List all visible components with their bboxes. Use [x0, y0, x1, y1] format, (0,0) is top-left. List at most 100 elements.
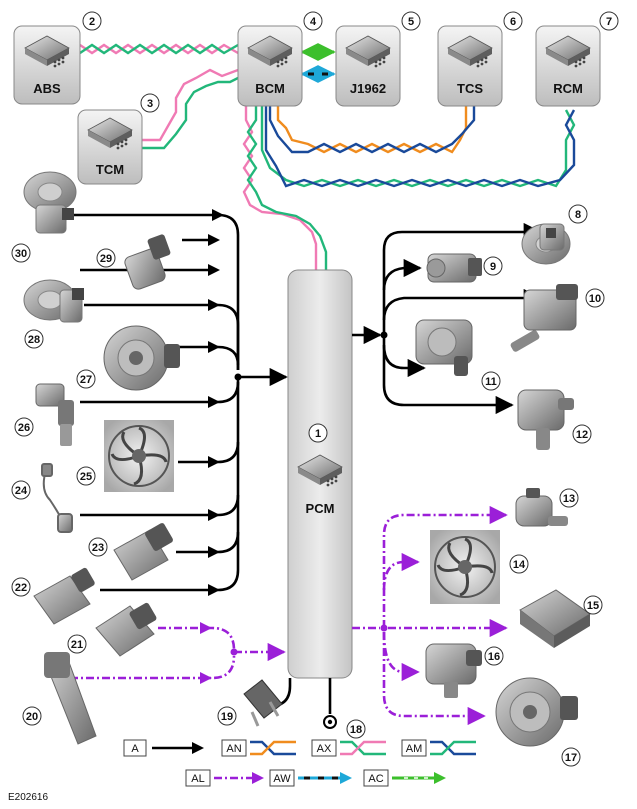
alternator-17	[495, 677, 578, 747]
module-label: J1962	[350, 81, 386, 96]
sensor-21	[95, 602, 157, 657]
junction-dot	[230, 648, 238, 656]
legend-item-al: AL	[185, 769, 264, 787]
lin-inputs	[70, 626, 286, 680]
sensor-26	[35, 383, 74, 446]
svg-text:AM: AM	[406, 743, 423, 755]
valve-16	[425, 643, 482, 698]
callout-23: 23	[88, 537, 108, 557]
oxygen-sensor-24	[41, 463, 73, 533]
svg-text:8: 8	[575, 209, 581, 221]
input-arrowheads	[208, 209, 224, 596]
legend-item-a: A	[123, 739, 204, 757]
svg-text:22: 22	[15, 582, 27, 594]
svg-text:16: 16	[488, 651, 500, 663]
svg-text:28: 28	[28, 334, 40, 346]
turbocharger-actuator-30	[23, 171, 77, 234]
svg-text:29: 29	[100, 253, 112, 265]
legend-item-an: AN	[221, 739, 296, 757]
module-label: RCM	[553, 81, 583, 96]
module-tcs: TCS	[437, 25, 503, 107]
module-tcm: TCM	[77, 109, 143, 185]
callout-18: 18	[346, 719, 366, 739]
pump-12	[517, 389, 574, 450]
svg-text:30: 30	[15, 248, 27, 260]
callout-10: 10	[585, 288, 605, 308]
cooling-fan-14	[430, 530, 500, 604]
callout-20: 20	[22, 706, 42, 726]
svg-text:14: 14	[513, 559, 526, 571]
callout-12: 12	[572, 424, 592, 444]
legend-item-ax: AX	[311, 739, 386, 757]
callout-17: 17	[561, 747, 581, 767]
module-pcm: PCM	[287, 269, 353, 679]
svg-text:20: 20	[26, 711, 38, 723]
control-unit-15	[519, 589, 591, 648]
sensor-22	[33, 567, 95, 625]
cooling-fan-25	[104, 420, 174, 492]
callout-29: 29	[96, 248, 116, 268]
callout-8: 8	[568, 204, 588, 224]
bcm-j1962-links	[300, 43, 336, 83]
callout-26: 26	[14, 417, 34, 437]
legend-item-aw: AW	[269, 769, 352, 787]
callout-25: 25	[76, 466, 96, 486]
callout-16: 16	[484, 646, 504, 666]
callout-7: 7	[599, 11, 619, 31]
callout-3: 3	[140, 93, 160, 113]
svg-text:6: 6	[510, 16, 516, 28]
callout-6: 6	[503, 11, 523, 31]
module-j1962: J1962	[335, 25, 401, 107]
module-label: TCM	[96, 162, 124, 177]
svg-text:5: 5	[408, 16, 414, 28]
callout-13: 13	[559, 488, 579, 508]
svg-text:26: 26	[18, 422, 30, 434]
svg-text:7: 7	[606, 16, 612, 28]
svg-text:21: 21	[71, 639, 83, 651]
fuse-19	[243, 679, 283, 727]
junction-dot	[380, 331, 388, 339]
svg-text:AW: AW	[273, 773, 291, 785]
junction-dot	[380, 624, 388, 632]
module-label: BCM	[255, 81, 285, 96]
legend-item-ac: AC	[363, 769, 446, 787]
callout-4: 4	[303, 11, 323, 31]
svg-text:18: 18	[350, 724, 362, 736]
sensor-23	[113, 523, 173, 581]
hardwired-outputs	[352, 222, 542, 415]
svg-text:AC: AC	[368, 773, 383, 785]
callout-2: 2	[82, 11, 102, 31]
svg-text:17: 17	[565, 752, 577, 764]
svg-text:24: 24	[15, 485, 28, 497]
module-label: PCM	[306, 501, 335, 516]
svg-text:A: A	[131, 743, 139, 755]
callouts: 2 3 4 5 6 7 1 8 9 10 11 12 13 14 15 16 1…	[11, 11, 619, 767]
svg-text:27: 27	[80, 374, 92, 386]
callout-15: 15	[583, 595, 603, 615]
callout-24: 24	[11, 480, 31, 500]
throttle-body-11	[415, 319, 473, 376]
callout-5: 5	[401, 11, 421, 31]
svg-text:AL: AL	[191, 773, 204, 785]
svg-text:13: 13	[563, 493, 575, 505]
module-label: ABS	[33, 81, 61, 96]
turbocharger-actuator-28	[23, 279, 84, 323]
callout-19: 19	[217, 706, 237, 726]
lin-outputs	[352, 505, 508, 726]
svg-text:11: 11	[485, 376, 497, 388]
callout-21: 21	[67, 634, 87, 654]
can-network-wiring	[79, 43, 576, 270]
svg-text:2: 2	[89, 16, 95, 28]
legend: A AN AX AM AL	[123, 739, 476, 787]
component-27	[103, 325, 180, 391]
svg-text:3: 3	[147, 98, 153, 110]
hardwired-inputs	[70, 213, 288, 592]
callout-14: 14	[509, 554, 529, 574]
svg-text:23: 23	[92, 542, 104, 554]
legend-item-am: AM	[401, 739, 476, 757]
lin-input-arrowheads	[200, 622, 212, 684]
pump-13	[515, 488, 568, 527]
callout-9: 9	[483, 256, 503, 276]
solenoid-9	[426, 253, 482, 283]
